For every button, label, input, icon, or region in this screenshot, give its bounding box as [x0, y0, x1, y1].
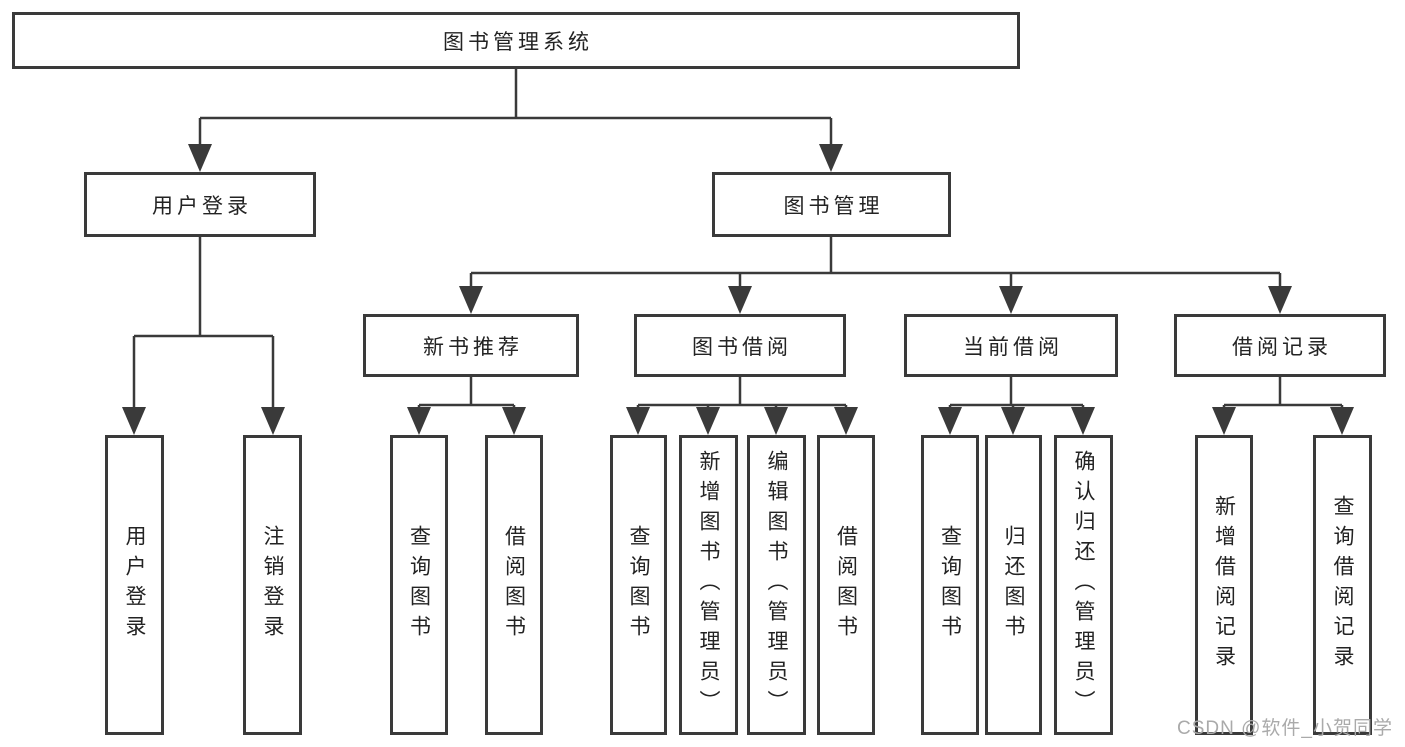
leaf-borrow-borrow-books-label: 借阅图书: [834, 525, 858, 645]
arrow-down-icon: [764, 407, 788, 435]
leaf-newbooks-borrow-books-label: 借阅图书: [502, 525, 526, 645]
connector-root-to-level2: [198, 69, 833, 150]
arrow-down-icon: [626, 407, 650, 435]
arrow-down-icon: [188, 144, 212, 172]
leaf-records-add-record-label: 新增借阅记录: [1212, 495, 1236, 675]
node-new-book-recommend: 新书推荐: [363, 314, 579, 377]
node-book-management: 图书管理: [712, 172, 951, 237]
arrowhead-icons: [122, 144, 1354, 435]
node-current-borrow: 当前借阅: [904, 314, 1118, 377]
node-new-book-recommend-label: 新书推荐: [423, 335, 523, 359]
leaf-current-return-books: 归还图书: [985, 435, 1042, 735]
node-book-management-label: 图书管理: [783, 194, 884, 218]
leaf-logout-label: 注销登录: [261, 525, 284, 645]
leaf-current-confirm-return-admin-label: 确认归还（管理员）: [1072, 450, 1095, 720]
leaf-newbooks-query-books: 查询图书: [390, 435, 448, 735]
arrow-down-icon: [1268, 286, 1292, 314]
arrow-down-icon: [938, 407, 962, 435]
connector-lines: [132, 69, 1344, 414]
leaf-borrow-add-books-admin-label: 新增图书（管理员）: [697, 450, 720, 720]
arrow-down-icon: [1001, 407, 1025, 435]
node-book-borrow-label: 图书借阅: [692, 335, 792, 359]
arrow-down-icon: [834, 407, 858, 435]
leaf-records-query-record-label: 查询借阅记录: [1331, 495, 1354, 675]
node-book-borrow: 图书借阅: [634, 314, 846, 377]
node-borrow-records-label: 借阅记录: [1232, 335, 1332, 359]
node-user-login-label: 用户登录: [152, 194, 252, 218]
arrow-down-icon: [999, 286, 1023, 314]
leaf-user-login: 用户登录: [105, 435, 164, 735]
arrow-down-icon: [1071, 407, 1095, 435]
arrow-down-icon: [696, 407, 720, 435]
leaf-borrow-query-books-label: 查询图书: [627, 525, 650, 645]
arrow-down-icon: [728, 286, 752, 314]
node-user-login: 用户登录: [84, 172, 316, 237]
node-current-borrow-label: 当前借阅: [963, 335, 1063, 359]
leaf-borrow-query-books: 查询图书: [610, 435, 667, 735]
leaf-records-query-record: 查询借阅记录: [1313, 435, 1372, 735]
arrow-down-icon: [1212, 407, 1236, 435]
connector-book-mgmt-to-level3: [469, 237, 1282, 292]
connector-book-borrow-to-leaves: [636, 377, 848, 414]
leaf-current-query-books-label: 查询图书: [938, 525, 962, 645]
leaf-borrow-edit-books-admin-label: 编辑图书（管理员）: [765, 450, 788, 720]
arrow-down-icon: [1330, 407, 1354, 435]
arrow-down-icon: [459, 286, 483, 314]
arrow-down-icon: [407, 407, 431, 435]
arrow-down-icon: [819, 144, 843, 172]
arrow-down-icon: [261, 407, 285, 435]
leaf-current-return-books-label: 归还图书: [1002, 525, 1025, 645]
node-borrow-records: 借阅记录: [1174, 314, 1386, 377]
arrow-down-icon: [122, 407, 146, 435]
leaf-logout: 注销登录: [243, 435, 302, 735]
leaf-current-confirm-return-admin: 确认归还（管理员）: [1054, 435, 1113, 735]
node-root-label: 图书管理系统: [443, 30, 593, 54]
connector-borrow-records-to-leaves: [1222, 377, 1344, 414]
leaf-user-login-label: 用户登录: [123, 525, 146, 645]
leaf-newbooks-borrow-books: 借阅图书: [485, 435, 543, 735]
leaf-borrow-borrow-books: 借阅图书: [817, 435, 875, 735]
leaf-current-query-books: 查询图书: [921, 435, 979, 735]
leaf-records-add-record: 新增借阅记录: [1195, 435, 1253, 735]
leaf-borrow-edit-books-admin: 编辑图书（管理员）: [747, 435, 806, 735]
arrow-down-icon: [502, 407, 526, 435]
connector-user-login-to-leaves: [132, 237, 275, 414]
leaf-newbooks-query-books-label: 查询图书: [407, 525, 431, 645]
leaf-borrow-add-books-admin: 新增图书（管理员）: [679, 435, 738, 735]
connector-new-books-to-leaves: [417, 377, 516, 414]
csdn-watermark: CSDN @软件_小贺同学: [1177, 718, 1393, 739]
node-root: 图书管理系统: [12, 12, 1020, 69]
